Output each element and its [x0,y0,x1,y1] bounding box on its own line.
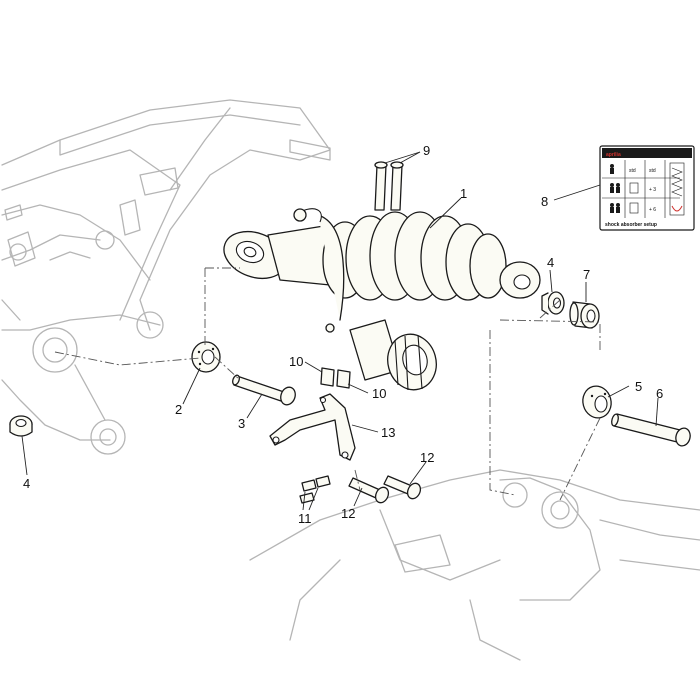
callout-5: 5 [635,379,642,394]
clips-11 [299,475,331,504]
callout-12-lower: 12 [341,506,355,521]
callout-10-upper: 10 [289,354,303,369]
bolts-9 [374,161,404,211]
assembly-axes [54,267,601,501]
callout-13: 13 [381,425,395,440]
spacer-7 [569,301,600,329]
spacer-5 [582,385,612,419]
bracket-13 [269,393,356,461]
callout-12-upper: 12 [420,450,434,465]
label-brand: aprilia [606,152,621,158]
label-plus-6: + 6 [649,207,656,213]
bolt-6 [611,413,691,447]
callout-10-lower: 10 [372,386,386,401]
bolts-12 [348,475,422,504]
callout-2: 2 [175,402,182,417]
shock-absorber [223,208,541,391]
label-col-std-1: std [629,168,636,174]
motorcycle-frame [1,99,700,661]
callout-8: 8 [541,194,548,209]
callout-4-left: 4 [23,476,30,491]
callout-11: 11 [298,511,312,526]
callout-9: 9 [423,143,430,158]
spacer-2 [191,341,221,373]
leader-lines [21,151,659,511]
callout-6: 6 [656,386,663,401]
label-footer: shock absorber setup [605,222,657,228]
callout-3: 3 [238,416,245,431]
callout-7: 7 [583,267,590,282]
rubber-pads-10 [320,367,351,389]
callout-4-right: 4 [547,255,554,270]
bushing-4-left [9,415,33,437]
label-plus-3: + 3 [649,187,656,193]
bolt-3 [232,374,296,406]
callout-numbers: 1 2 3 4 4 5 6 7 8 9 10 10 11 12 12 13 [23,143,663,526]
callout-1: 1 [460,186,467,201]
shock-setup-label: aprilia std std + 3 + 6 shock absorber s… [599,145,695,231]
label-col-std-2: std [649,168,656,174]
bushing-4-right [541,291,565,315]
